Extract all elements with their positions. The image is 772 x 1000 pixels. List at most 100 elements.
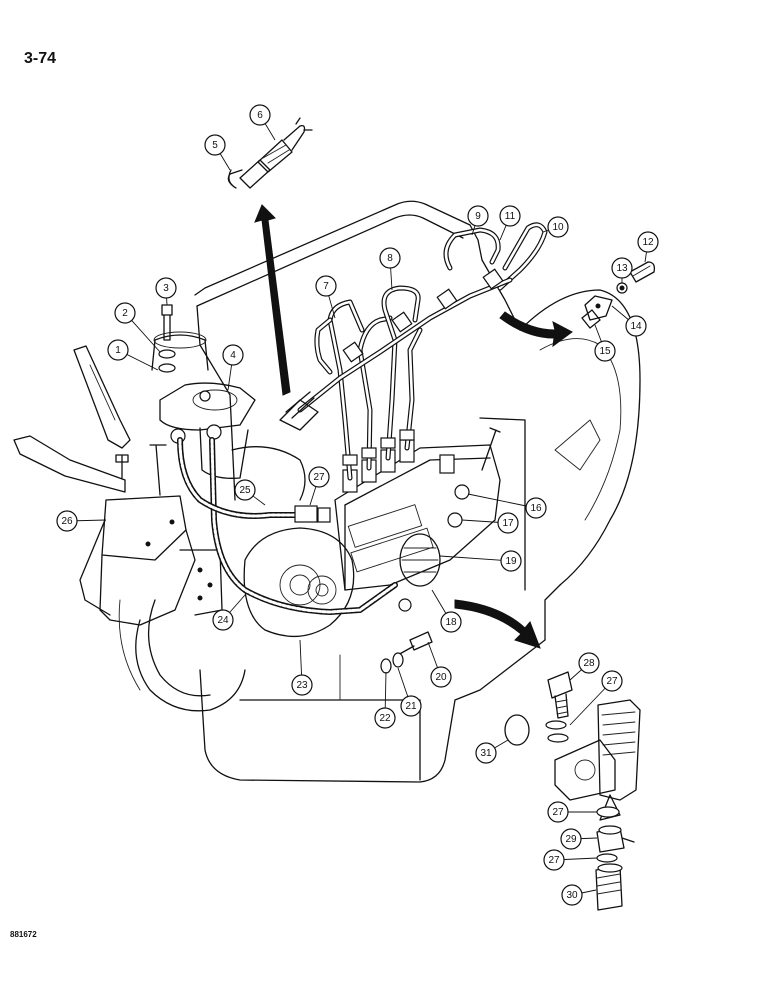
callout-number: 5 [212, 140, 218, 151]
callout-6: 6 [249, 104, 276, 141]
callout-number: 30 [566, 890, 578, 901]
callout-31: 31 [475, 739, 509, 764]
callout-circle [525, 497, 547, 519]
page-number: 3-74 [24, 50, 57, 67]
callout-number: 16 [530, 503, 542, 514]
callout-9: 9 [467, 205, 489, 236]
callout-number: 25 [239, 485, 251, 496]
callout-number: 11 [505, 211, 516, 222]
callout-number: 12 [642, 237, 654, 248]
callout-29: 29 [560, 828, 598, 850]
callout-number: 27 [552, 807, 564, 818]
callout-circle [625, 315, 647, 337]
callout-4: 4 [222, 344, 244, 391]
callout-number: 28 [583, 658, 595, 669]
callout-23: 23 [291, 639, 313, 696]
callout-16: 16 [467, 493, 547, 519]
callout-number: 29 [565, 834, 577, 845]
callout-27: 27 [569, 670, 623, 726]
callout-circle [611, 257, 633, 279]
callout-circle [594, 340, 616, 362]
callout-circle [249, 104, 271, 126]
callout-10: 10 [542, 216, 569, 238]
injection-pump [334, 427, 501, 612]
injector-pipes [279, 222, 548, 481]
callout-27: 27 [547, 801, 597, 823]
callout-18: 18 [431, 589, 462, 633]
callout-leader [439, 555, 512, 562]
callout-number: 2 [122, 308, 128, 319]
callout-number: 27 [548, 855, 560, 866]
callout-30: 30 [561, 884, 597, 906]
callout-number: 21 [405, 701, 417, 712]
callout-5: 5 [204, 134, 231, 171]
callout-number: 7 [323, 281, 329, 292]
callout-circle [499, 205, 521, 227]
callout-7: 7 [315, 275, 337, 319]
callout-13: 13 [611, 257, 633, 283]
callout-20: 20 [427, 641, 452, 688]
figure-code: 881672 [10, 930, 37, 939]
callout-number: 13 [616, 263, 628, 274]
injector-detail [227, 117, 313, 189]
callout-number: 9 [475, 211, 481, 222]
callout-circle [234, 479, 256, 501]
callout-number: 4 [230, 350, 236, 361]
callout-25: 25 [234, 479, 266, 506]
callout-number: 20 [435, 672, 447, 683]
callout-circle [107, 339, 129, 361]
callout-number: 19 [505, 556, 517, 567]
callout-number: 1 [115, 345, 121, 356]
callout-circle [114, 302, 136, 324]
callout-circle [155, 277, 177, 299]
callout-number: 17 [502, 518, 514, 529]
callout-number: 23 [296, 680, 308, 691]
banjo-fitting-detail [581, 261, 656, 329]
callout-number: 27 [606, 676, 618, 687]
callout-number: 14 [630, 321, 642, 332]
callout-circle [204, 134, 226, 156]
callout-circle [308, 466, 330, 488]
callout-circle [467, 205, 489, 227]
callout-number: 22 [379, 713, 391, 724]
callout-circle [637, 231, 659, 253]
callout-number: 27 [313, 472, 325, 483]
mounting-bracket [13, 345, 223, 626]
callout-3: 3 [155, 277, 177, 306]
callout-number: 10 [552, 222, 564, 233]
fuel-hoses [177, 437, 398, 616]
callout-8: 8 [379, 247, 401, 291]
callout-circle [547, 801, 569, 823]
callout-22: 22 [374, 671, 396, 729]
callout-circle [400, 695, 422, 717]
callout-27: 27 [543, 849, 598, 871]
callout-11: 11 [499, 205, 521, 241]
callout-circle [497, 512, 519, 534]
callout-circle [578, 652, 600, 674]
callout-circle [379, 247, 401, 269]
callout-layer: 1234567891011121314151617181920212223242… [56, 104, 659, 906]
callout-circle [601, 670, 623, 692]
callout-number: 24 [217, 615, 229, 626]
small-hardware [158, 304, 433, 674]
callout-circle [222, 344, 244, 366]
callout-leader [467, 493, 537, 509]
callout-circle [374, 707, 396, 729]
callout-14: 14 [611, 305, 647, 337]
callout-12: 12 [637, 231, 659, 263]
callout-2: 2 [114, 302, 161, 353]
callout-17: 17 [461, 512, 519, 534]
callout-24: 24 [212, 594, 246, 631]
engine-block-outline [118, 200, 641, 783]
callout-19: 19 [439, 550, 522, 572]
callout-circle [212, 609, 234, 631]
callout-circle [560, 828, 582, 850]
callout-number: 15 [599, 346, 611, 357]
callout-number: 31 [480, 748, 492, 759]
callout-27: 27 [308, 466, 330, 506]
callout-number: 18 [445, 617, 457, 628]
callout-number: 6 [257, 110, 263, 121]
callout-28: 28 [569, 652, 600, 681]
callout-26: 26 [56, 510, 107, 532]
